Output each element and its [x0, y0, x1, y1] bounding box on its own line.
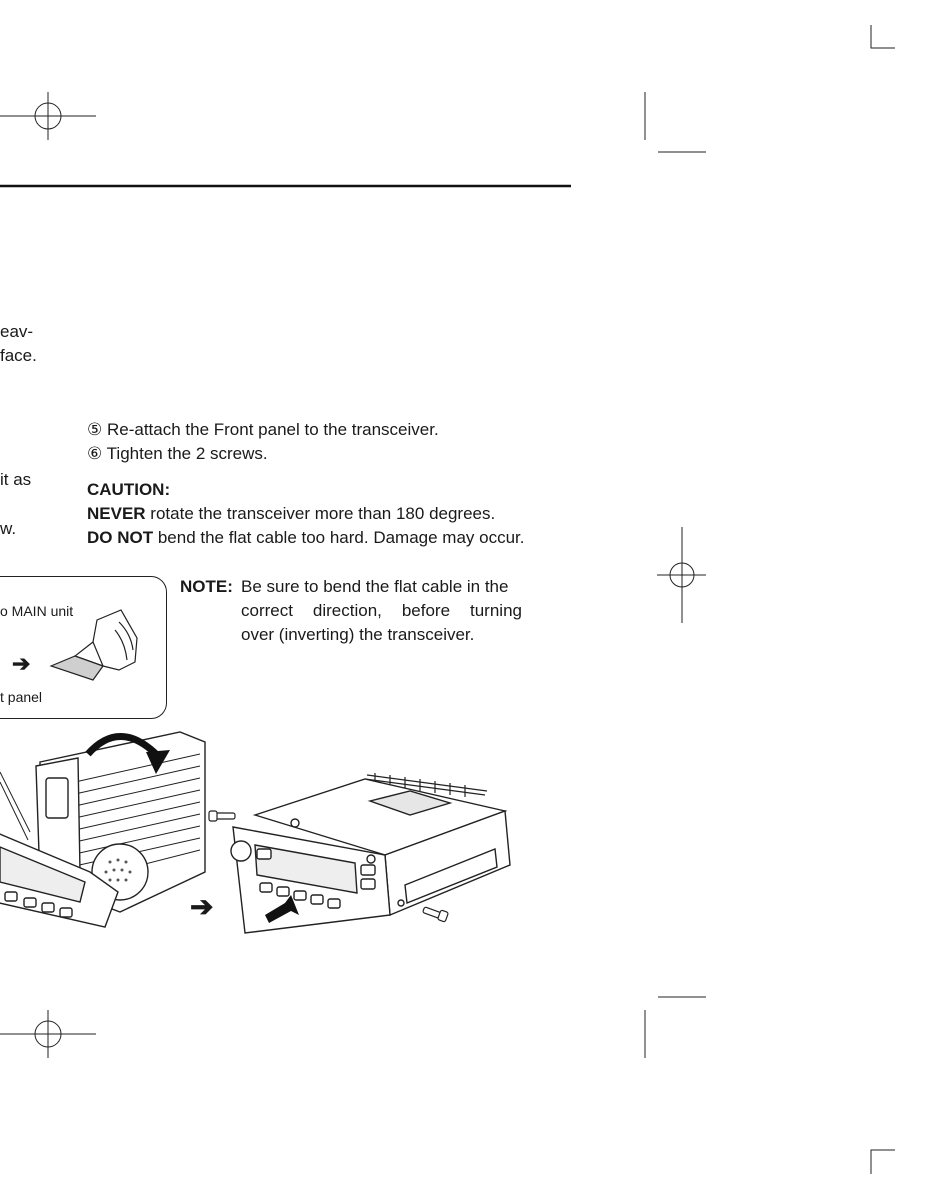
- note-line: over (inverting) the transceiver.: [241, 625, 475, 644]
- step-marker: ⑤: [87, 420, 103, 439]
- rotate-transceiver-illustration: [0, 731, 206, 928]
- rotate-arrow-icon: [85, 733, 161, 759]
- caution-line-1-text: rotate the transceiver more than 180 deg…: [145, 504, 496, 523]
- step-6: ⑥ Tighten the 2 screws.: [87, 442, 268, 466]
- push-arrow-icon: [265, 895, 299, 923]
- note-line: Be sure to bend the flat cable in the: [241, 577, 509, 596]
- callout-arrow-icon: ➔: [12, 651, 31, 676]
- reassembled-transceiver-illustration: [208, 773, 511, 934]
- registration-mark-top-left: [0, 92, 96, 140]
- registration-mark-right: [657, 527, 706, 623]
- screw-icon: [208, 810, 236, 822]
- caution-do-not: DO NOT: [87, 528, 154, 547]
- caution-line-2: DO NOT bend the flat cable too hard. Dam…: [87, 526, 525, 550]
- note-body: Be sure to bend the flat cable in the co…: [241, 575, 522, 647]
- note-line: correct direction, before turning: [241, 601, 522, 620]
- step-text: Tighten the 2 screws.: [106, 444, 268, 463]
- flat-cable-illustration: [49, 609, 138, 681]
- registration-mark-bottom-left: [0, 1010, 96, 1058]
- left-fragment: w.: [0, 519, 17, 538]
- step-5: ⑤ Re-attach the Front panel to the trans…: [87, 418, 439, 442]
- caution-line-2-text: bend the flat cable too hard. Damage may…: [153, 528, 525, 547]
- next-step-arrow-icon: ➔: [190, 891, 214, 922]
- left-fragment: eav-: [0, 322, 34, 341]
- corner-mark-top-right: [870, 25, 895, 49]
- flat-cable-callout: [0, 576, 167, 719]
- corner-mark-bottom-right: [870, 1149, 895, 1174]
- left-fragment: face.: [0, 346, 37, 365]
- callout-label-main-unit: o MAIN unit: [0, 603, 74, 619]
- step-marker: ⑥: [87, 444, 103, 463]
- callout-label-front-panel: t panel: [0, 689, 43, 705]
- caution-line-1: NEVER rotate the transceiver more than 1…: [87, 502, 495, 526]
- note-label: NOTE:: [180, 577, 233, 596]
- step-text: Re-attach the Front panel to the transce…: [106, 420, 439, 439]
- screw-icon: [422, 906, 449, 923]
- caution-heading: CAUTION:: [87, 480, 171, 499]
- caution-never: NEVER: [87, 504, 146, 523]
- left-fragment: it as: [0, 470, 32, 489]
